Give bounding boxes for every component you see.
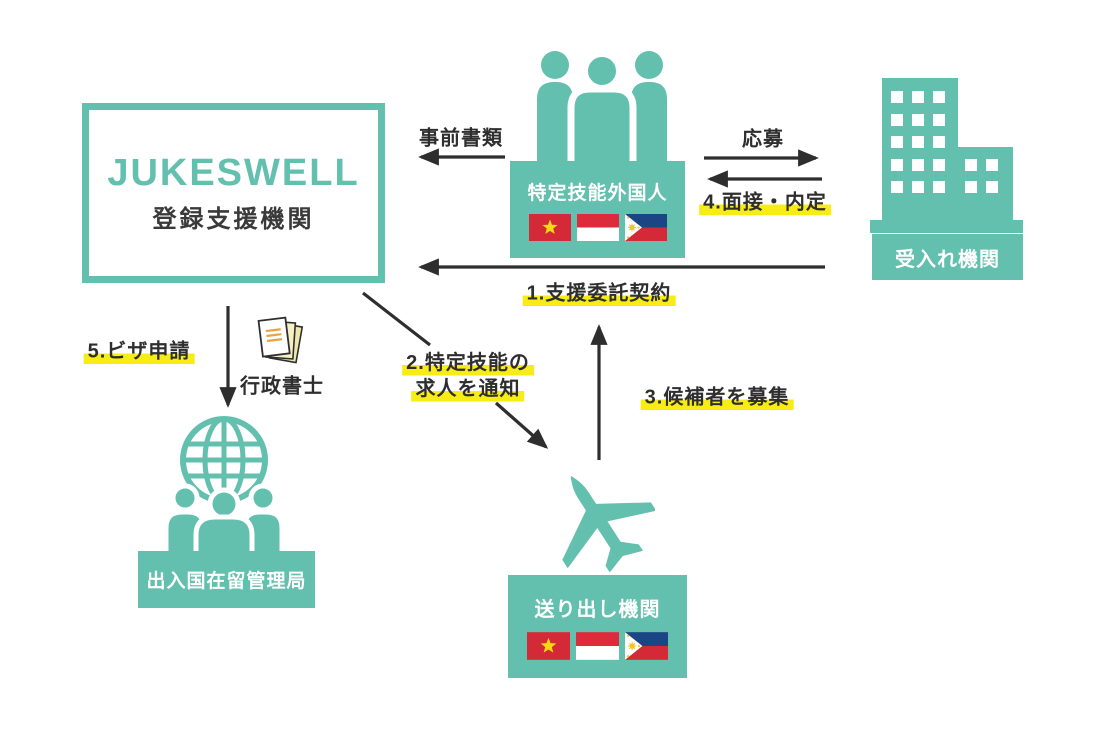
- node-workers: 特定技能外国人: [510, 161, 685, 258]
- indonesia-flag-icon: [576, 214, 619, 241]
- label-recruit: 3.候補者を募集: [640, 381, 794, 411]
- arrow-job-notice-lower: [494, 401, 549, 449]
- documents-icon: [257, 316, 304, 364]
- immigration-globe-icon: [163, 416, 285, 553]
- sending-label: 送り出し機関: [534, 599, 661, 621]
- immigration-label: 出入国在留管理局: [146, 571, 307, 592]
- label-interview: 4.面接・内定: [699, 186, 831, 216]
- node-accepting: 受入れ機関: [872, 234, 1023, 280]
- building-icon: [870, 78, 1023, 233]
- label-pre-documents: 事前書類: [419, 127, 503, 150]
- workers-group-icon: [537, 50, 667, 163]
- workers-label: 特定技能外国人: [527, 183, 668, 204]
- indonesia-flag-icon: [576, 632, 619, 660]
- airplane-icon: [562, 475, 655, 573]
- jukeswell-subtitle: 登録支援機関: [152, 206, 315, 233]
- label-visa: 5.ビザ申請: [83, 335, 195, 365]
- label-scrivener: 行政書士: [240, 375, 324, 398]
- workers-flags: [528, 214, 667, 241]
- accepting-label: 受入れ機関: [895, 248, 1000, 271]
- jukeswell-title: JUKESWELL: [107, 152, 360, 194]
- immigration-people-icon: [163, 483, 285, 553]
- node-jukeswell: JUKESWELL 登録支援機関: [82, 103, 385, 283]
- node-immigration: 出入国在留管理局: [138, 551, 315, 608]
- vietnam-flag-icon: [527, 632, 570, 660]
- philippines-flag-icon: [624, 214, 667, 241]
- philippines-flag-icon: [625, 632, 668, 660]
- sending-flags: [527, 632, 668, 660]
- label-apply: 応募: [742, 128, 784, 151]
- label-support-contract: 1.支援委託契約: [522, 277, 676, 307]
- arrow-job-notice-upper: [362, 291, 431, 347]
- node-sending: 送り出し機関: [508, 575, 687, 678]
- vietnam-flag-icon: [528, 214, 571, 241]
- label-job-notice: 2.特定技能の 求人を通知: [402, 350, 534, 402]
